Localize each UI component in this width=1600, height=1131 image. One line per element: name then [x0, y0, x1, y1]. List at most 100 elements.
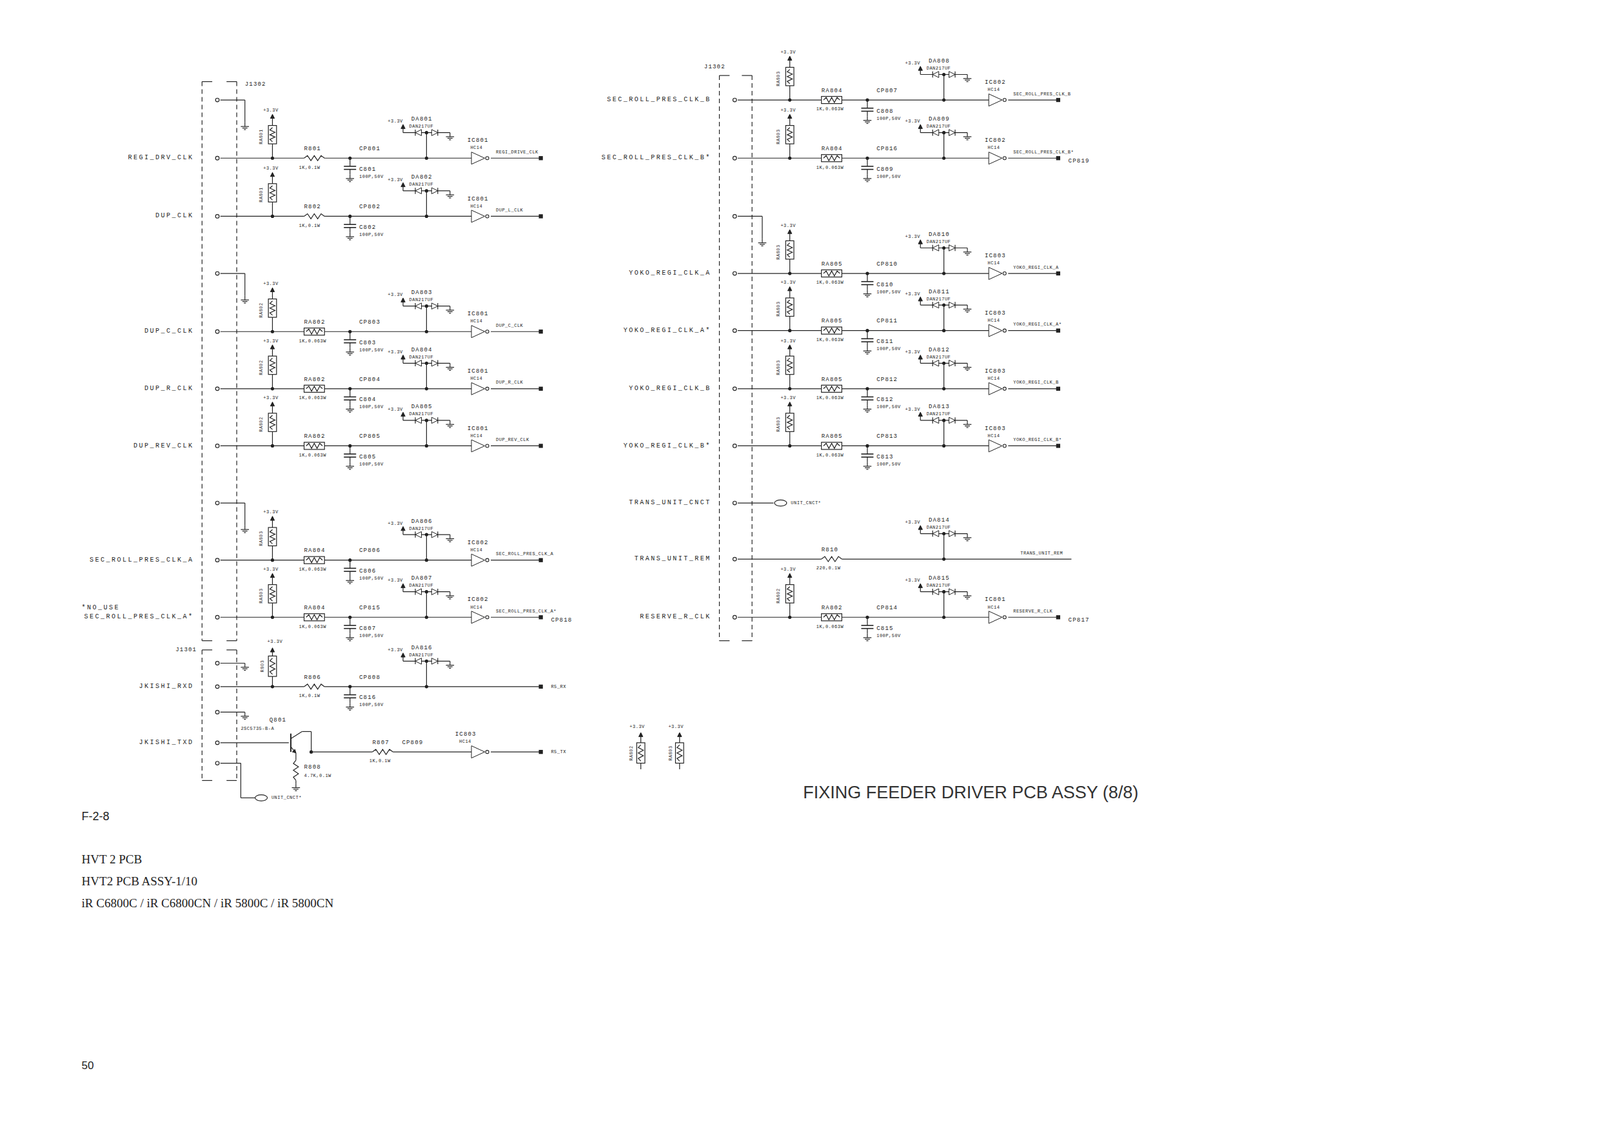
value-label: +3.3V — [905, 61, 921, 66]
diode-array-symbol — [954, 71, 956, 78]
junction-dot — [942, 361, 946, 366]
wire — [1007, 330, 1059, 331]
resistor-array-symbol — [785, 125, 794, 144]
transistor-symbol — [290, 733, 292, 752]
ground-symbol — [966, 312, 968, 313]
ground-symbol — [447, 138, 453, 139]
value-label: SEC_ROLL_PRES_CLK_B* — [1013, 149, 1074, 155]
wire — [943, 132, 945, 159]
buffer-symbol — [471, 210, 485, 223]
value-label: DUP_L_CLK — [495, 207, 524, 213]
supply-arrow — [677, 732, 682, 737]
supply-arrow — [270, 401, 275, 406]
resistor-array-symbol — [268, 527, 277, 546]
component-ref: C804 — [359, 397, 376, 404]
diode-array-symbol — [949, 129, 956, 137]
ground-symbol — [449, 363, 451, 367]
ground-symbol — [244, 525, 246, 530]
diode-array-symbol — [414, 360, 416, 367]
value-label: 100P,50V — [359, 461, 384, 467]
ground-symbol — [866, 289, 868, 294]
supply-arrow — [918, 412, 923, 416]
net-terminal — [538, 684, 543, 689]
supply-arrow — [401, 412, 405, 416]
component-ref: DA812 — [928, 346, 950, 353]
net-terminal — [774, 499, 787, 506]
diode-array-symbol — [932, 588, 939, 596]
wire — [789, 290, 791, 298]
component-ref: C808 — [876, 108, 894, 115]
component-ref: RA802 — [259, 302, 264, 318]
diode-array-symbol — [414, 531, 416, 538]
supply-arrow — [401, 526, 405, 531]
ground-symbol — [966, 426, 968, 428]
wire — [490, 445, 542, 447]
signal-name: JKISHI_TXD — [139, 739, 195, 747]
wire — [943, 247, 945, 274]
buffer-symbol — [471, 382, 485, 395]
wire — [272, 577, 273, 585]
ground-symbol — [243, 302, 246, 304]
ground-symbol — [348, 412, 351, 413]
ground-symbol — [347, 353, 353, 355]
component-ref: RA801 — [259, 128, 264, 145]
component-ref: DA814 — [928, 517, 950, 524]
component-ref: C809 — [876, 166, 894, 173]
diode-array-symbol — [431, 129, 438, 137]
value-label: SEC_ROLL_PRES_CLK_A — [495, 552, 554, 557]
page-note: HVT 2 PCB — [81, 853, 143, 866]
wire — [737, 502, 774, 504]
junction-dot — [942, 303, 946, 307]
connector-pin — [215, 501, 220, 505]
buffer-symbol — [1002, 328, 1007, 333]
component-ref: IC803 — [984, 310, 1007, 317]
wire — [737, 99, 822, 100]
wire — [272, 431, 273, 446]
connector-pin — [215, 710, 220, 715]
resistor-array-symbol — [785, 355, 794, 375]
signal-name: DUP_R_CLK — [144, 385, 195, 393]
value-label: DAN217UF — [409, 297, 435, 303]
ground-symbol — [345, 236, 355, 237]
wire — [272, 348, 273, 356]
value-label: RESERVE_R_CLK — [1013, 608, 1053, 614]
ground-symbol — [964, 368, 970, 369]
ground-symbol — [448, 197, 451, 198]
diode-array-symbol — [431, 417, 438, 424]
wire — [426, 420, 427, 447]
value-label: +3.3V — [263, 166, 279, 171]
component-ref: RA804 — [304, 605, 326, 612]
resistor-symbol — [823, 97, 840, 103]
ground-symbol — [348, 181, 351, 182]
ground-symbol — [445, 194, 455, 196]
component-ref: DA807 — [411, 575, 433, 582]
wire — [943, 305, 945, 331]
wire — [220, 742, 289, 743]
resistor-symbol — [306, 328, 323, 335]
value-label: +3.3V — [780, 107, 796, 113]
wire — [272, 602, 273, 618]
value-label: HC14 — [470, 547, 483, 553]
supply-arrow — [918, 525, 923, 530]
resistor-symbol — [787, 357, 793, 373]
resistor-symbol — [787, 299, 793, 315]
resistor-symbol — [638, 744, 644, 761]
ground-symbol — [349, 633, 351, 638]
resistor-array-symbol — [785, 67, 794, 86]
resistor-array-symbol — [821, 270, 843, 278]
component-ref: IC803 — [984, 425, 1007, 432]
value-label: 1K,0.063W — [816, 280, 844, 286]
ground-symbol — [963, 308, 972, 310]
component-ref: C803 — [359, 339, 376, 346]
component-ref: C805 — [359, 454, 376, 460]
value-label: +3.3V — [668, 724, 684, 729]
buffer-symbol — [485, 330, 489, 334]
ground-symbol — [447, 196, 453, 197]
value-label: +3.3V — [905, 406, 921, 412]
resistor-array-symbol — [268, 584, 277, 603]
capacitor-symbol — [343, 339, 356, 341]
diode-array-symbol — [954, 301, 956, 308]
ground-symbol — [293, 788, 299, 790]
signal-name: *NO_USE — [81, 604, 121, 612]
resistor-array-symbol — [785, 584, 794, 603]
